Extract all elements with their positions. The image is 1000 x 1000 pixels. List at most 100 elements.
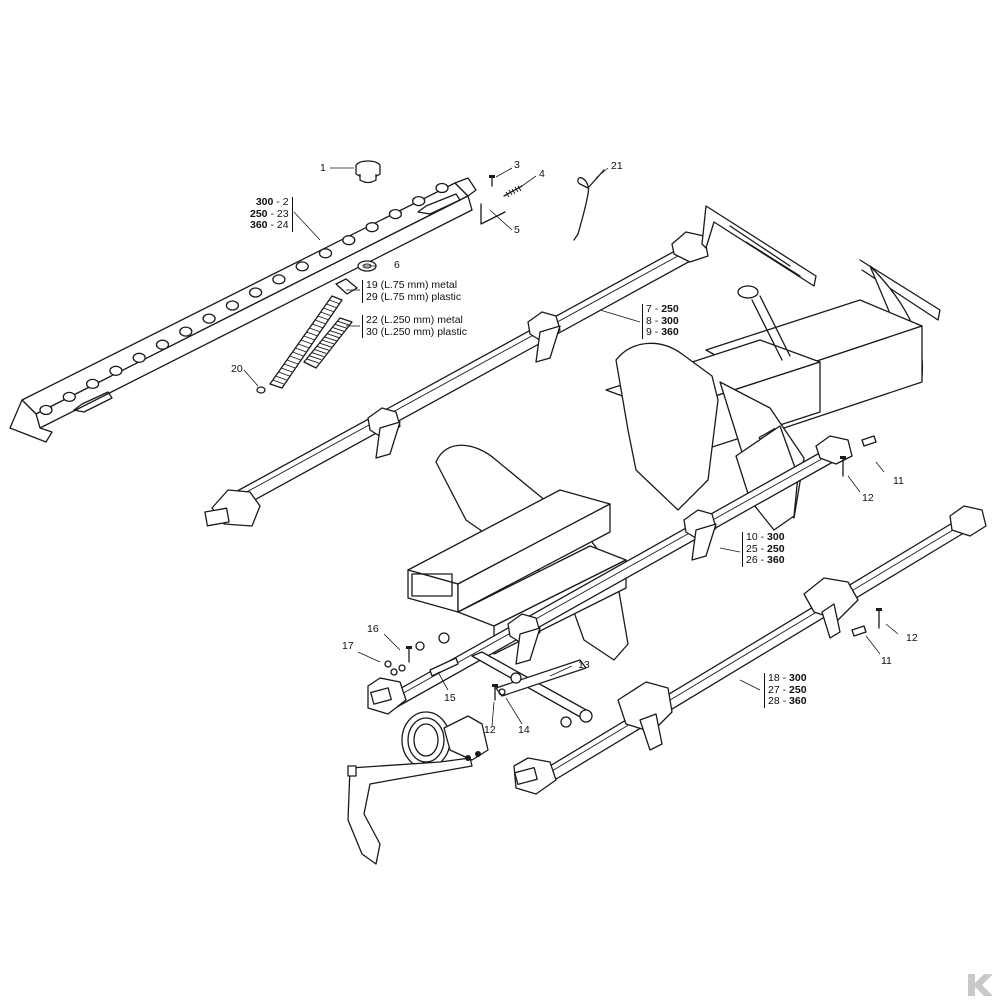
tube-ridge [309,327,321,333]
tube-ridge [329,330,342,336]
rail-hole [365,222,379,233]
rail-hole [109,365,123,376]
lower-bar [513,435,987,795]
callout-11-lower: 11 [881,655,892,667]
tube-ridge [278,371,290,377]
rail-hole [248,287,263,298]
top-bar [204,231,709,527]
callout-20: 20 [231,363,243,375]
rail-hole [272,274,286,285]
tube-ridge [289,355,301,361]
rail-hole [85,378,100,390]
tube-ridge [326,333,340,339]
label-group-long-tubes: 22 (L.250 mm) metal 30 (L.250 mm) plasti… [362,314,467,338]
tube-ridge [308,355,322,361]
rail-hole [39,404,53,416]
label-line: 9 - 360 [646,326,679,338]
label-line: 26 - 360 [746,554,785,566]
label-line: 22 (L.250 mm) metal [366,314,463,326]
rail-holes [39,182,449,416]
small-parts [480,169,605,241]
callout-21: 21 [611,160,623,172]
label-group-short-tubes: 19 (L.75 mm) metal 29 (L.75 mm) plastic [362,279,462,303]
tube-ridge [275,375,287,381]
label-line: 25 - 250 [746,542,785,555]
label-group-rail: 300 - 2 250 - 23 360 - 24 [250,196,293,232]
callout-11-upper: 11 [893,475,904,487]
tube-ridge [324,336,337,342]
rail-hole [132,352,146,363]
tube-ridges [272,299,350,385]
callout-4: 4 [539,168,545,180]
rail-hole [202,313,216,324]
tube-ridge [292,351,304,357]
tube-ridge [316,345,330,351]
label-line: 360 - 24 [250,219,289,231]
label-line: 29 (L.75 mm) plastic [366,290,462,303]
main-frame [407,205,941,661]
label-group-top-bar: 7 - 250 8 - 300 9 - 360 [642,303,679,339]
tube-ridge [334,323,348,329]
label-line: 7 - 250 [646,303,679,315]
label-line: 8 - 300 [646,314,679,327]
tube-ridge [298,343,310,349]
fasteners [384,456,882,701]
callout-6: 6 [394,259,400,271]
rail-hole [155,339,170,350]
tube-ridge [320,311,332,317]
label-line: 19 (L.75 mm) metal [366,279,458,291]
tube-ridge [306,331,318,337]
tube-ridge [281,367,293,373]
rail-hole [412,195,426,207]
label-line: 27 - 250 [768,683,807,696]
label-group-middle-bar: 10 - 300 25 - 250 26 - 360 [742,531,785,567]
tube-ridge [283,363,296,369]
rail-hole [342,235,356,246]
tube-ridge [321,339,335,345]
label-line: 300 - 2 [255,196,289,208]
callout-1: 1 [320,162,326,174]
label-line: 18 - 300 [768,672,807,684]
tube-ridge [317,315,330,321]
tube-ridge [311,352,324,358]
tube-ridge [272,379,284,385]
callout-13: 13 [578,659,590,671]
tube-ridge [314,348,327,354]
callout-5: 5 [514,224,520,236]
tube-ridge [312,323,324,329]
tube-ridge [319,342,332,348]
rail-hole [62,391,76,403]
spring-tine [347,711,489,865]
tube-ridge [323,307,335,313]
callout-3: 3 [514,159,520,171]
tube-ridge [337,320,350,326]
callout-15: 15 [444,692,456,704]
rail-hole [318,248,333,259]
label-line: 30 (L.250 mm) plastic [366,325,467,338]
callout-12-right: 12 [906,632,918,644]
callout-17: 17 [342,640,354,652]
label-group-lower-bar: 18 - 300 27 - 250 28 - 360 [764,672,807,708]
rail-hole [179,326,193,337]
callout-12-upper: 12 [862,492,874,504]
tube-ridge [295,347,307,353]
middle-bar [367,435,853,715]
brand-k-logo-icon [968,974,993,996]
label-line: 28 - 360 [768,695,807,707]
link-arm [438,632,593,728]
tube-ridge [314,319,327,325]
callout-14: 14 [518,724,530,736]
leader-lines [243,167,899,727]
callout-16: 16 [367,623,379,635]
tube-ridge [303,335,315,341]
cap-part [355,160,381,184]
rail-hole [225,300,240,311]
label-line: 10 - 300 [746,531,785,543]
tube-ridge [329,299,341,305]
label-line: 250 - 23 [250,207,289,220]
rail-hole [295,261,309,272]
tube-ridge [332,326,345,332]
tube-ridge [326,303,338,309]
